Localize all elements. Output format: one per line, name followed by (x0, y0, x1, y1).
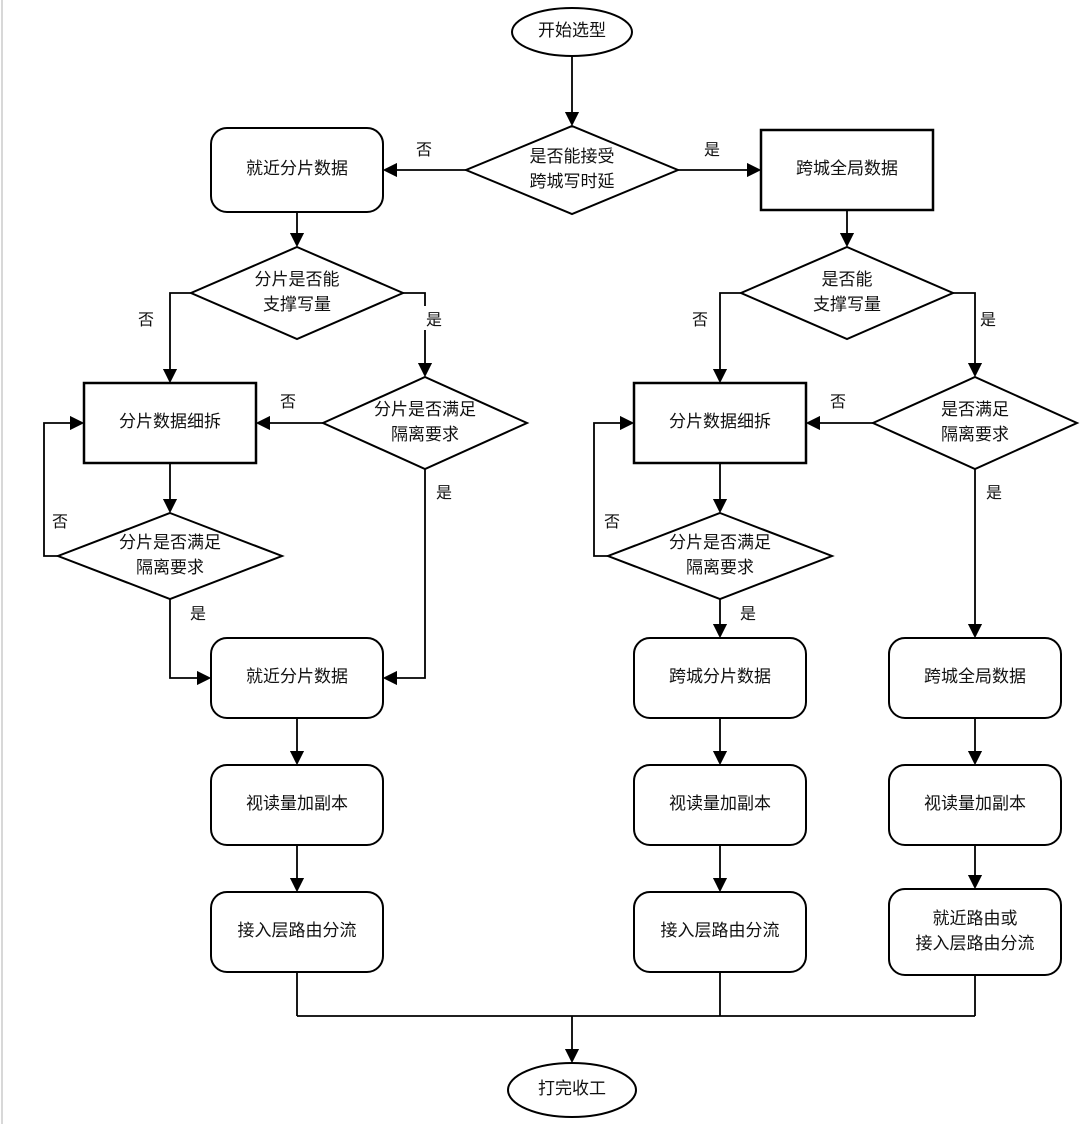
start-terminator-shape (511, 7, 633, 57)
l-near-shard-shape (210, 637, 384, 719)
l-decision-isolation-b-shape (55, 511, 285, 601)
r-split-shape (632, 381, 808, 465)
r-route-a-shape (633, 891, 807, 973)
l-replica-shape (210, 764, 384, 846)
edge-l-isolation-a-yes-to-l-near-shard (382, 469, 426, 686)
l-decision-isolation-a-shape (320, 375, 530, 471)
edge-l-write-yes-to-l-isolation-a (403, 292, 433, 378)
edge-l-write-no-to-l-split (162, 292, 191, 384)
near-shard-top-shape (210, 127, 384, 213)
end-terminator-shape (507, 1062, 637, 1118)
r-replica-b-shape (888, 764, 1062, 846)
r-decision-isolation-b-shape (605, 511, 835, 601)
r-route-b-shape (888, 888, 1062, 976)
r-decision-write-shape (738, 245, 956, 341)
edge-r-write-no-to-r-split (712, 292, 741, 384)
decision-latency-shape (463, 124, 681, 216)
l-split-shape (82, 381, 258, 465)
l-decision-write-shape (188, 245, 406, 341)
edge-r-write-yes-to-r-isolation-a (953, 292, 983, 378)
l-route-shape (210, 891, 384, 973)
left-edge-line (1, 0, 3, 1124)
r-cross-shard-shape (633, 637, 807, 719)
edge-r-isolation-b-no-loop-to-r-split (593, 415, 635, 557)
cross-global-top-shape (759, 128, 935, 212)
r-replica-a-shape (633, 764, 807, 846)
edge-l-isolation-b-no-loop-to-l-split (43, 415, 85, 557)
edge-l-isolation-b-yes-to-l-near-shard (169, 599, 212, 686)
r-decision-isolation-a-shape (870, 375, 1080, 471)
r-cross-global-shape (888, 637, 1062, 719)
